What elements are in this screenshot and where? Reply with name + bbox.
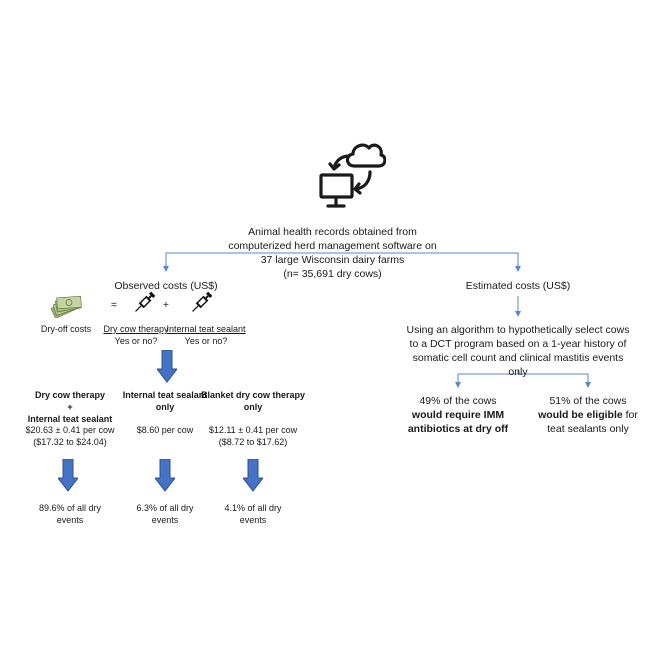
outcome-right-line-1: 51% of the cows xyxy=(549,395,627,407)
group1-cost: $20.63 ± 0.41 per cow xyxy=(25,425,115,435)
outcome-right-bold: would be eligible xyxy=(538,409,623,421)
group2-title-line-2: only xyxy=(155,402,175,412)
group2-pct-line-2: events xyxy=(151,515,179,525)
its-label: Internal teat sealant xyxy=(166,324,246,334)
connector-arrowhead-right xyxy=(515,266,521,272)
dct-question: Yes or no? xyxy=(114,336,158,346)
money-icon xyxy=(50,295,82,318)
dryoff-costs-label: Dry-off costs xyxy=(40,324,92,334)
estimated-costs-title: Estimated costs (US$) xyxy=(465,280,571,292)
connector-arrowhead-algo xyxy=(515,311,521,317)
group3-title-line-2: only xyxy=(243,402,263,412)
outcome-left-line-2: would require IMM xyxy=(411,409,505,421)
group3-cost: $12.11 ± 0.41 per cow xyxy=(208,425,298,435)
outcome-right-post: for xyxy=(622,409,638,421)
group1-title-line-3: Internal teat sealant xyxy=(27,414,113,424)
observed-costs-title: Observed costs (US$) xyxy=(114,280,218,292)
syringe-icon xyxy=(192,291,213,312)
down-arrow-icon xyxy=(157,350,177,383)
group3-pct-line-2: events xyxy=(239,515,267,525)
syringe-icon xyxy=(135,291,156,312)
source-text-line-2: computerized herd management software on xyxy=(228,240,437,252)
outcome-right-line-3: teat sealants only xyxy=(547,423,629,435)
group2-cost: $8.60 per cow xyxy=(136,425,194,435)
down-arrow-icon xyxy=(58,459,78,492)
group2-pct-line-1: 6.3% of all dry xyxy=(136,503,194,513)
connector-source-left xyxy=(165,252,519,268)
connector-arrowhead-split-right xyxy=(585,382,591,388)
algo-text-line-2: to a DCT program based on a 1-year histo… xyxy=(409,338,627,350)
group1-range: ($17.32 to $24.04) xyxy=(33,437,107,447)
down-arrow-icon xyxy=(243,459,263,492)
outcome-left-line-3: antibiotics at dry off xyxy=(407,423,509,435)
outcome-left-line-1: 49% of the cows xyxy=(419,395,497,407)
source-text-line-4: (n= 35,691 dry cows) xyxy=(283,268,382,280)
group1-title-line-2: + xyxy=(67,402,73,412)
its-question: Yes or no? xyxy=(184,336,228,346)
group1-pct-line-1: 89.6% of all dry xyxy=(38,503,102,513)
group3-title-line-1: Blanket dry cow therapy xyxy=(200,390,306,400)
connector-arrowhead-split-left xyxy=(455,382,461,388)
group3-range: ($8.72 to $17.62) xyxy=(218,437,288,447)
computer-cloud-icon xyxy=(319,143,386,208)
equals-sign: = xyxy=(110,299,118,311)
algo-text-line-3: somatic cell count and clinical mastitis… xyxy=(412,352,624,364)
down-arrow-icon xyxy=(155,459,175,492)
source-text-line-3: 37 large Wisconsin dairy farms xyxy=(260,254,405,266)
source-text-line-1: Animal health records obtained from xyxy=(248,226,417,238)
outcome-right-line-2: would be eligible for xyxy=(524,408,652,422)
group1-pct-line-2: events xyxy=(56,515,84,525)
group1-title-line-1: Dry cow therapy xyxy=(34,390,106,400)
connector-split xyxy=(457,373,589,384)
dct-label: Dry cow therapy xyxy=(103,324,169,334)
group3-pct-line-1: 4.1% of all dry xyxy=(224,503,282,513)
algo-text-line-1: Using an algorithm to hypothetically sel… xyxy=(406,324,630,336)
plus-sign: + xyxy=(162,299,170,311)
connector-arrowhead-left xyxy=(163,266,169,272)
algo-text-line-4: only xyxy=(508,366,528,378)
group2-title-line-1: Internal teat sealant xyxy=(122,390,208,400)
